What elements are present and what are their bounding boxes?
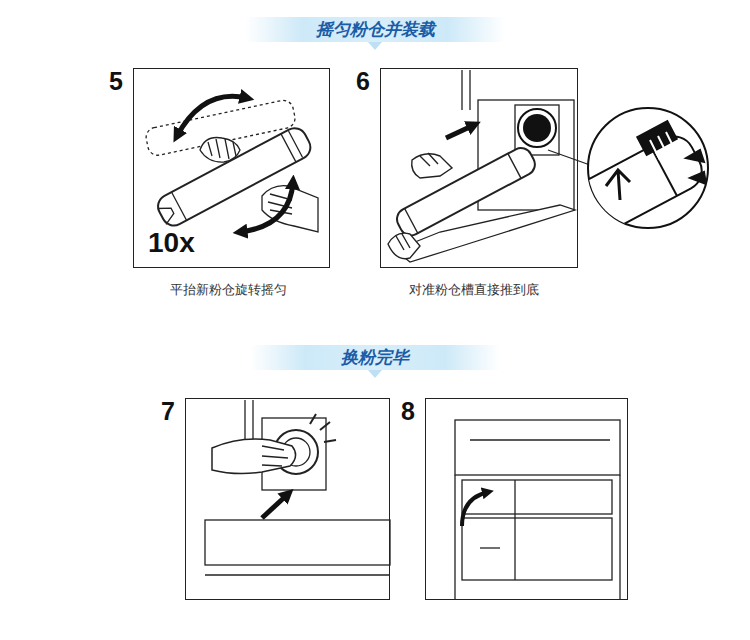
- step-number: 6: [356, 69, 370, 94]
- step-panel: 6: [380, 68, 578, 268]
- caption-text: 对准粉仓槽直接推到底: [409, 282, 539, 299]
- caption-text: 平抬新粉仓旋转摇匀: [170, 282, 287, 299]
- section-band: 换粉完毕: [250, 345, 500, 370]
- repeat-count: 10x: [148, 229, 195, 257]
- section-title: 摇匀粉仓并装载: [316, 18, 435, 41]
- section-band: 摇匀粉仓并装载: [245, 17, 505, 42]
- step-panel: 510x: [133, 68, 330, 268]
- step-number: 7: [161, 399, 175, 424]
- step-panel: 7: [185, 398, 390, 600]
- section-title: 换粉完毕: [341, 346, 409, 369]
- step-number: 5: [109, 69, 123, 94]
- step-number: 8: [401, 399, 415, 424]
- step-panel: 8: [425, 398, 628, 600]
